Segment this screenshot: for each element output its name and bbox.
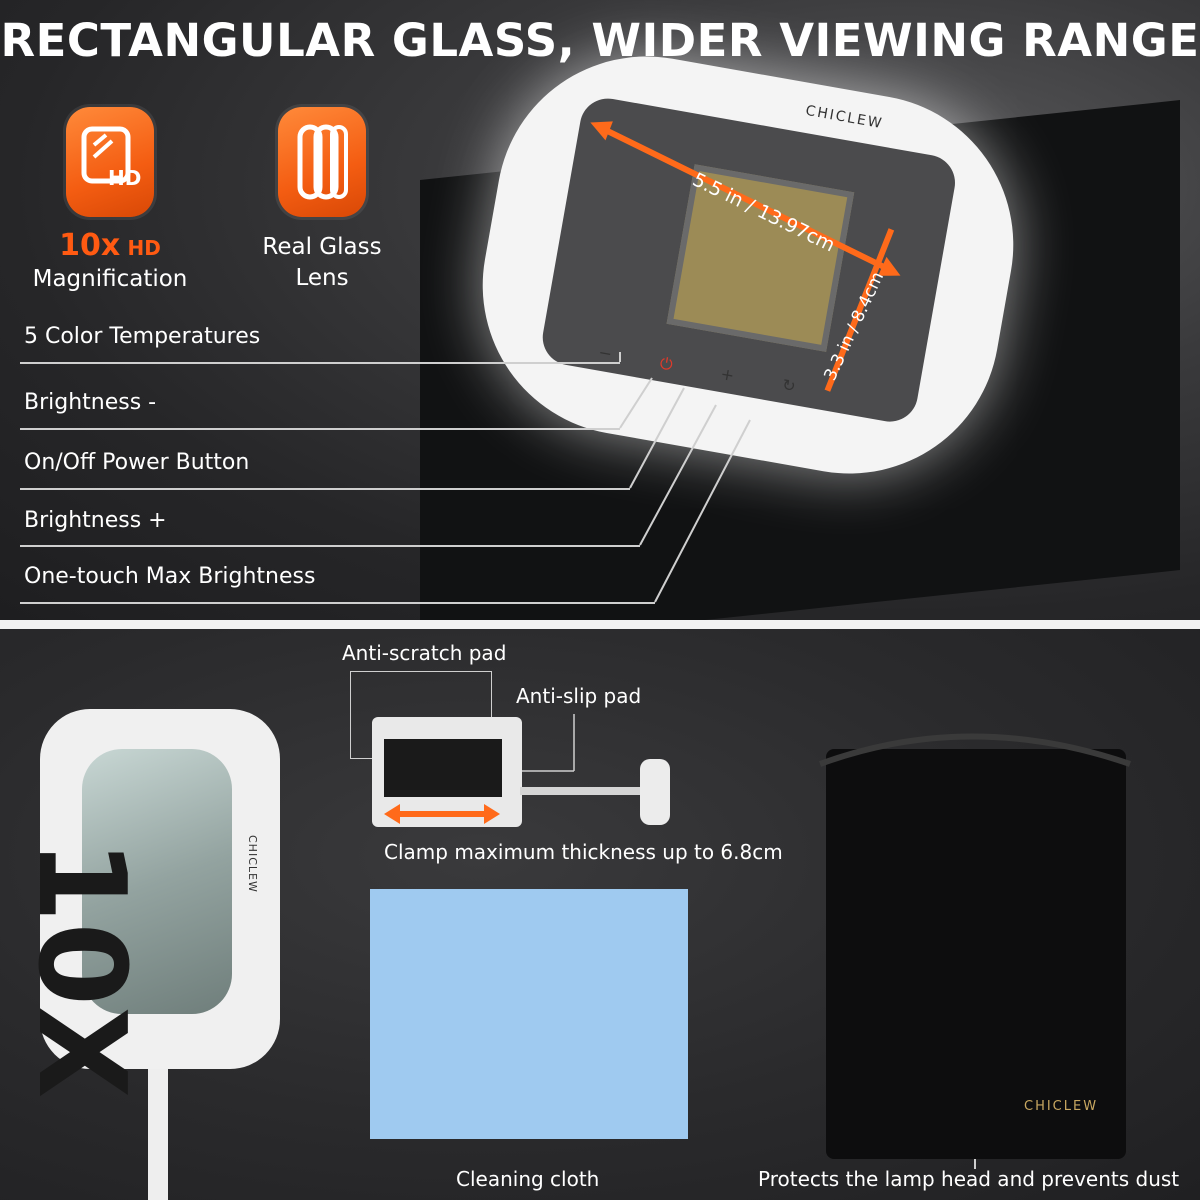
bag-drawstring xyxy=(818,733,1131,767)
dimension-arrows: 5.5 in / 13.97cm 3.3 in / 8.4cm xyxy=(590,121,901,392)
hd-badge-label: 10x HD Magnification xyxy=(20,230,200,295)
accessories-panel: 10X CHICLEW Anti-scratch pad Anti-slip p… xyxy=(0,629,1200,1200)
callout-brightness-minus: Brightness - xyxy=(24,390,157,415)
callout-leader-lines xyxy=(619,352,751,603)
anti-slip-label: Anti-slip pad xyxy=(516,684,642,708)
glass-lens-label: Real Glass Lens xyxy=(232,232,412,294)
hd-badge: HD xyxy=(66,107,154,217)
cleaning-cloth-label: Cleaning cloth xyxy=(456,1167,600,1191)
clamp-knob xyxy=(640,759,670,825)
clamp-thickness-label: Clamp maximum thickness up to 6.8cm xyxy=(384,840,783,864)
callout-line-3 xyxy=(20,488,630,490)
section-divider xyxy=(0,620,1200,629)
glass-lens-icon xyxy=(297,124,348,200)
anti-scratch-label: Anti-scratch pad xyxy=(342,641,507,665)
magnifier-lens-image: 5.5 in / 13.97cm 3.3 in / 8.4cm CHICLEW … xyxy=(458,32,1038,498)
magnifier-10x-glass xyxy=(82,749,232,1014)
magnification-value: 10x xyxy=(59,228,121,263)
clamp-gap xyxy=(384,739,502,797)
dust-bag-image: CHICLEW xyxy=(826,749,1126,1159)
dust-bag-label: Protects the lamp head and prevents dust xyxy=(758,1167,1180,1191)
magnification-hd: HD xyxy=(127,236,161,260)
callout-line-1 xyxy=(20,362,620,364)
cleaning-cloth-image xyxy=(370,889,688,1139)
magnifier-10x-image: 10X CHICLEW xyxy=(11,709,280,1099)
callout-line-2 xyxy=(20,428,620,430)
magnifier-brand: CHICLEW xyxy=(246,835,259,893)
callout-color-temperatures: 5 Color Temperatures xyxy=(24,324,261,349)
magnification-text: Magnification xyxy=(32,266,188,292)
clamp-screw xyxy=(520,787,640,795)
callout-line-4 xyxy=(20,545,640,547)
hd-screen-icon: HD xyxy=(81,126,141,190)
clamp-thickness-arrow xyxy=(384,804,500,824)
callout-line-5 xyxy=(20,602,655,604)
page-title: RECTANGULAR GLASS, WIDER VIEWING RANGE xyxy=(0,14,1200,67)
lens-glass: 5.5 in / 13.97cm 3.3 in / 8.4cm xyxy=(538,94,960,427)
glass-lens-line1: Real Glass xyxy=(262,234,382,260)
callout-power-button: On/Off Power Button xyxy=(24,450,250,475)
svg-text:HD: HD xyxy=(108,166,141,190)
magnifier-arm xyxy=(148,1069,168,1200)
callout-max-brightness: One-touch Max Brightness xyxy=(24,564,316,589)
feature-panel: 5.5 in / 13.97cm 3.3 in / 8.4cm CHICLEW … xyxy=(0,0,1200,620)
glass-lens-badge xyxy=(278,107,366,217)
glass-lens-line2: Lens xyxy=(295,265,349,291)
bag-brand: CHICLEW xyxy=(1024,1099,1099,1114)
callout-brightness-plus: Brightness + xyxy=(24,508,167,533)
